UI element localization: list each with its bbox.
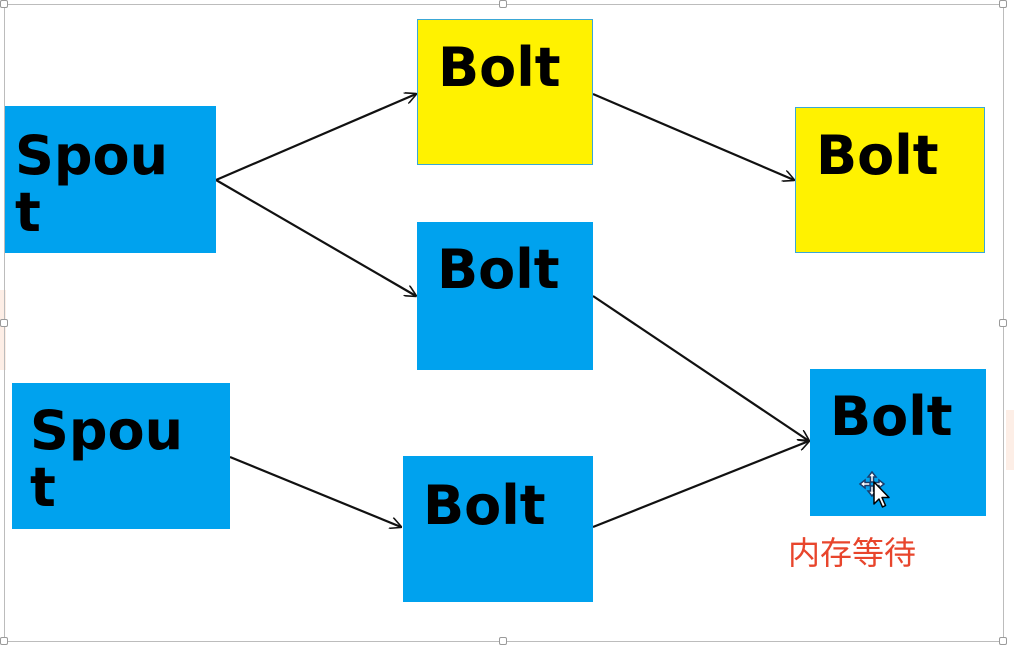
resize-handle-middle-right[interactable] <box>999 319 1007 327</box>
bolt-node-top-label: Bolt <box>438 36 561 99</box>
bolt-node-bottom[interactable]: Bolt <box>403 456 593 602</box>
bolt-node-right-top-label: Bolt <box>816 124 939 187</box>
edge-bolt-bottom-to-bolt-right-bottom <box>592 441 809 529</box>
spout-node-1[interactable]: Spout <box>5 106 216 253</box>
move-cursor-icon <box>858 470 892 512</box>
edge-spout2-to-bolt-bottom <box>229 455 401 527</box>
resize-handle-bottom-center[interactable] <box>499 637 507 645</box>
bolt-node-right-bottom-label: Bolt <box>830 385 953 448</box>
resize-handle-bottom-left[interactable] <box>0 637 8 645</box>
bolt-node-middle-label: Bolt <box>437 238 560 301</box>
edge-bolt-top-to-bolt-right-top <box>592 92 794 180</box>
bolt-node-middle[interactable]: Bolt <box>417 222 593 370</box>
bolt-node-right-top[interactable]: Bolt <box>795 107 985 253</box>
bolt-node-right-bottom[interactable]: Bolt <box>810 369 986 516</box>
resize-handle-top-center[interactable] <box>499 0 507 8</box>
resize-handle-top-left[interactable] <box>0 0 8 8</box>
edge-spout1-to-bolt-top <box>215 94 416 182</box>
bolt-node-top[interactable]: Bolt <box>417 19 593 165</box>
spout-node-2[interactable]: Spout <box>12 383 230 529</box>
edge-mark-left <box>0 290 6 370</box>
spout-node-2-label: Spout <box>30 399 184 519</box>
resize-handle-middle-left[interactable] <box>0 319 8 327</box>
spout-node-1-label: Spout <box>15 124 169 244</box>
edge-spout1-to-bolt-mid <box>215 179 416 296</box>
edge-bolt-mid-to-bolt-right-bottom <box>592 295 809 441</box>
memory-wait-annotation: 内存等待 <box>788 534 917 572</box>
resize-handle-top-right[interactable] <box>999 0 1007 8</box>
edge-mark-right <box>1006 410 1014 470</box>
resize-handle-bottom-right[interactable] <box>999 637 1007 645</box>
bolt-node-bottom-label: Bolt <box>423 474 546 537</box>
